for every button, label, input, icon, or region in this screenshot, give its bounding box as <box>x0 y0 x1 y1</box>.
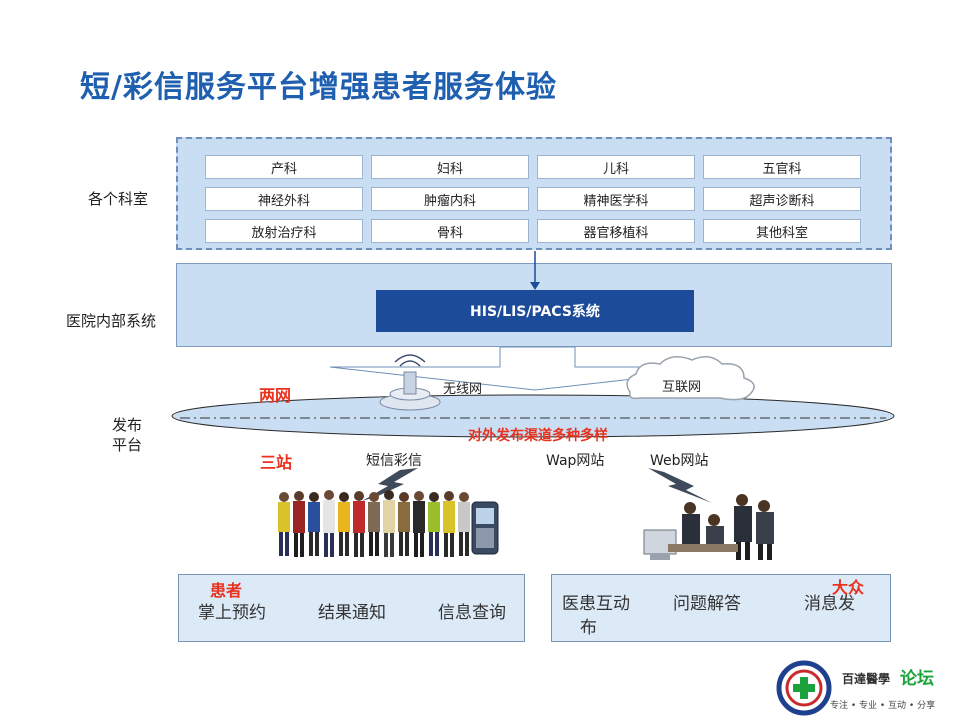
platform-ellipse <box>171 394 895 438</box>
dept-psychiatry: 精神医学科 <box>537 187 695 211</box>
mobile-phone-icon <box>471 501 499 555</box>
lightning-left-icon <box>362 468 418 501</box>
arrow-head <box>530 282 540 290</box>
publish-label-line1: 发布 <box>112 416 143 434</box>
dept-transplant: 器官移植科 <box>537 219 695 243</box>
dept-oncology: 肿瘤内科 <box>371 187 529 211</box>
dept-pediatrics: 儿科 <box>537 155 695 179</box>
wireless-tower-icon <box>379 354 441 411</box>
service-query: 信息查询 <box>438 603 506 623</box>
public-label: 大众 <box>832 578 865 597</box>
patients-label: 患者 <box>210 581 243 600</box>
service-results: 结果通知 <box>318 603 386 623</box>
two-networks-label: 两网 <box>259 386 292 405</box>
internet-label: 互联网 <box>662 380 702 395</box>
wap-site-label: Wap网站 <box>546 453 605 469</box>
logo-name: 百達醫學 <box>842 672 891 686</box>
his-system-box: HIS/LIS/PACS系统 <box>376 290 694 332</box>
dept-ultrasound: 超声诊断科 <box>703 187 861 211</box>
service-interaction: 医患互动 <box>562 594 630 614</box>
service-appointment: 掌上预约 <box>198 603 266 623</box>
patient-services-box <box>178 574 525 642</box>
public-services-box <box>551 574 891 642</box>
hospital-label: 医院内部系统 <box>66 312 157 330</box>
dept-other: 其他科室 <box>703 219 861 243</box>
three-sites-label: 三站 <box>260 453 293 472</box>
dept-orthopedics: 骨科 <box>371 219 529 243</box>
cloud-icon <box>626 356 755 401</box>
dept-obstetrics: 产科 <box>205 155 363 179</box>
publish-label-line2: 平台 <box>112 436 143 454</box>
dept-neurosurgery: 神经外科 <box>205 187 363 211</box>
departments-label: 各个科室 <box>88 190 149 208</box>
web-site-label: Web网站 <box>650 453 709 469</box>
dept-radiotherapy: 放射治疗科 <box>205 219 363 243</box>
hospital-logo-icon <box>776 660 832 716</box>
service-interaction-wrap: 布 <box>580 618 597 638</box>
sms-mms-label: 短信彩信 <box>366 453 422 469</box>
dept-ent: 五官科 <box>703 155 861 179</box>
office-workers-icon <box>643 494 774 560</box>
channel-label: 对外发布渠道多种多样 <box>468 428 608 444</box>
page-title: 短/彩信服务平台增强患者服务体验 <box>80 70 557 105</box>
patients-crowd-icon <box>278 490 470 557</box>
dept-gynecology: 妇科 <box>371 155 529 179</box>
wireless-network-label: 无线网 <box>443 382 483 397</box>
logo-tagline: 专注 • 专业 • 互动 • 分享 <box>830 701 936 711</box>
service-messages: 消息发 <box>804 594 855 614</box>
logo-forum: 论坛 <box>900 669 934 689</box>
lightning-right-icon <box>648 468 712 503</box>
service-answers: 问题解答 <box>673 594 741 614</box>
